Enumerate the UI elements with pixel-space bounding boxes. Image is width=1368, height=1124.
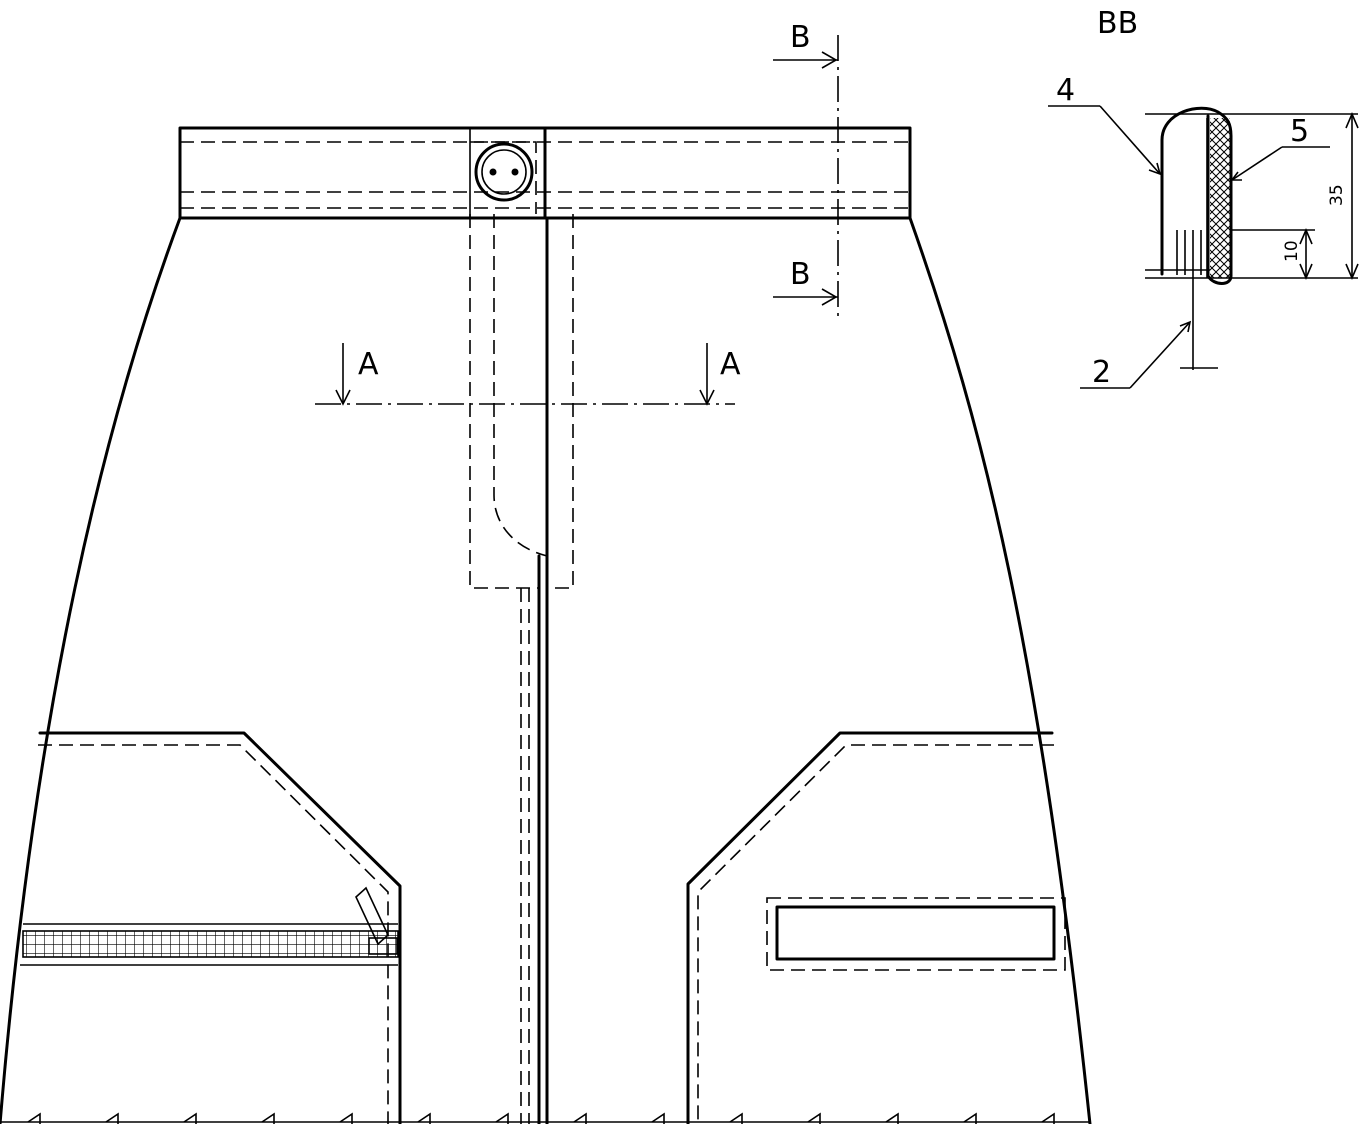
welt-pocket-opening (775, 905, 1056, 961)
hem-tick (183, 1112, 197, 1124)
skirt-body (0, 216, 1092, 1124)
callout-part-4: 4 (1056, 73, 1075, 108)
section-a-left-label: A (358, 347, 379, 382)
zipper-teeth (22, 930, 399, 958)
hem-tick (573, 1112, 587, 1124)
section-b-bottom-label: B (790, 257, 811, 292)
fly-placket (469, 214, 574, 1124)
hem-tick (27, 1112, 41, 1124)
hem-tick (495, 1112, 509, 1124)
interfacing-layer (1210, 118, 1230, 278)
section-bb-detail: BB 35 10 4 (1048, 6, 1359, 390)
hem-tick (1041, 1112, 1055, 1124)
hem-tick (105, 1112, 119, 1124)
dimension-lower-label: 10 (1282, 240, 1302, 262)
hem-tick (417, 1112, 431, 1124)
right-pocket (686, 731, 1066, 1124)
waistband-button (474, 142, 534, 202)
hem-tick (807, 1112, 821, 1124)
hem-tick (261, 1112, 275, 1124)
hem-tick (729, 1112, 743, 1124)
section-bb-title: BB (1097, 6, 1138, 41)
hem-tick (885, 1112, 899, 1124)
callout-part-2: 2 (1092, 355, 1111, 390)
hem-tick (963, 1112, 977, 1124)
left-pocket (20, 731, 402, 1124)
dimension-total-label: 35 (1327, 184, 1347, 206)
hem-tick (339, 1112, 353, 1124)
callout-part-5: 5 (1290, 114, 1309, 149)
section-a-right-label: A (720, 347, 741, 382)
section-line-b: B B (773, 20, 839, 322)
hem-tick (651, 1112, 665, 1124)
zipper-pull-icon (355, 886, 398, 955)
section-line-a: A A (315, 343, 741, 406)
section-b-top-label: B (790, 20, 811, 55)
waistband (178, 126, 912, 220)
hem-stitch-ticks (27, 1112, 1055, 1124)
